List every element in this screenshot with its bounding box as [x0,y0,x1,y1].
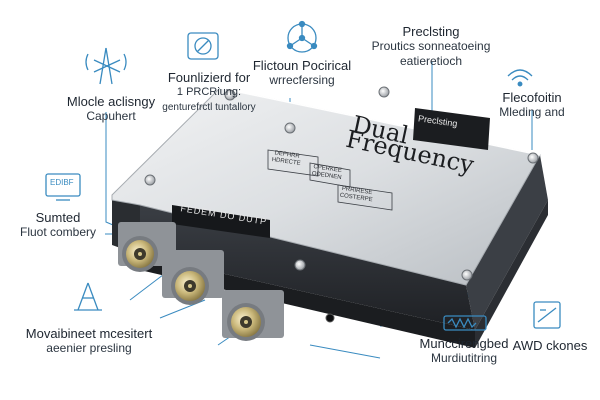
callout-bottom-center-line1: Munccirengbed [419,336,509,351]
callout-left-bottom-line2: aeenier presling [46,341,132,355]
callout-right-line2: Mleding and [499,105,565,119]
pyramid-antenna-icon [74,282,102,311]
callout-bottom-center: Munccirengbed Murdiutitring [412,336,516,366]
monitor-icon [45,173,81,201]
callout-left-top: Mlocle aclisngy Capuhert [56,94,166,124]
network-globe-icon [286,20,318,53]
callout-right-top-line1: Preclsting [402,24,460,39]
callout-left-bottom: Movaibineet mcesitert aeenier presling [14,326,164,356]
callout-center: Flictoun Pocirical wrrecfersing [246,58,358,88]
callout-left-mid-line2: Fluot combery [19,225,97,239]
callout-left-top-line1: Mlocle aclisngy [66,94,156,109]
callout-left-bottom-line1: Movaibineet mcesitert [25,326,153,341]
wifi-icon [507,69,533,87]
top-plate-boxes [267,149,393,211]
rf-connectors [118,222,335,341]
callout-left-mid-line1: Sumted [35,210,81,225]
callout-center-left-line1: Founlizierd for [167,70,251,85]
antenna-tower-icon [85,47,127,85]
callout-left-mid: Sumted Fluot combery [10,210,106,240]
no-signal-icon [187,32,219,60]
callout-right-top-line2: Proutics sonneatoeing [371,39,491,53]
port-strip [172,205,270,238]
callout-center-left-line3: genturefrctl tuntallory [162,102,256,113]
callout-center-left-line2: 1 PRCRiung: [176,86,242,98]
callout-bottom-right-line1: AWD ckones [512,338,588,353]
callout-right: Flecofoitin Mleding and [490,90,574,120]
callout-left-top-line2: Capuhert [86,109,136,123]
screws [144,86,539,281]
callout-right-line1: Flecofoitin [502,90,562,105]
callout-center-left: Founlizierd for 1 PRCRiung: genturefrctl… [150,70,268,115]
waveform-icon [443,315,487,331]
callout-center-line1: Flictoun Pocirical [252,58,352,73]
top-label-badge [413,108,490,150]
callout-right-top-line3: eatieretioch [399,54,463,68]
signal-graph-icon [533,301,561,329]
callout-bottom-right: AWD ckones [512,338,588,353]
screen-badge: EDIBF [50,178,74,187]
callout-center-line2: wrrecfersing [269,73,335,87]
callout-bottom-center-line2: Murdiutitring [430,351,498,365]
callout-right-top: Preclsting Proutics sonneatoeing eatiere… [364,24,498,69]
